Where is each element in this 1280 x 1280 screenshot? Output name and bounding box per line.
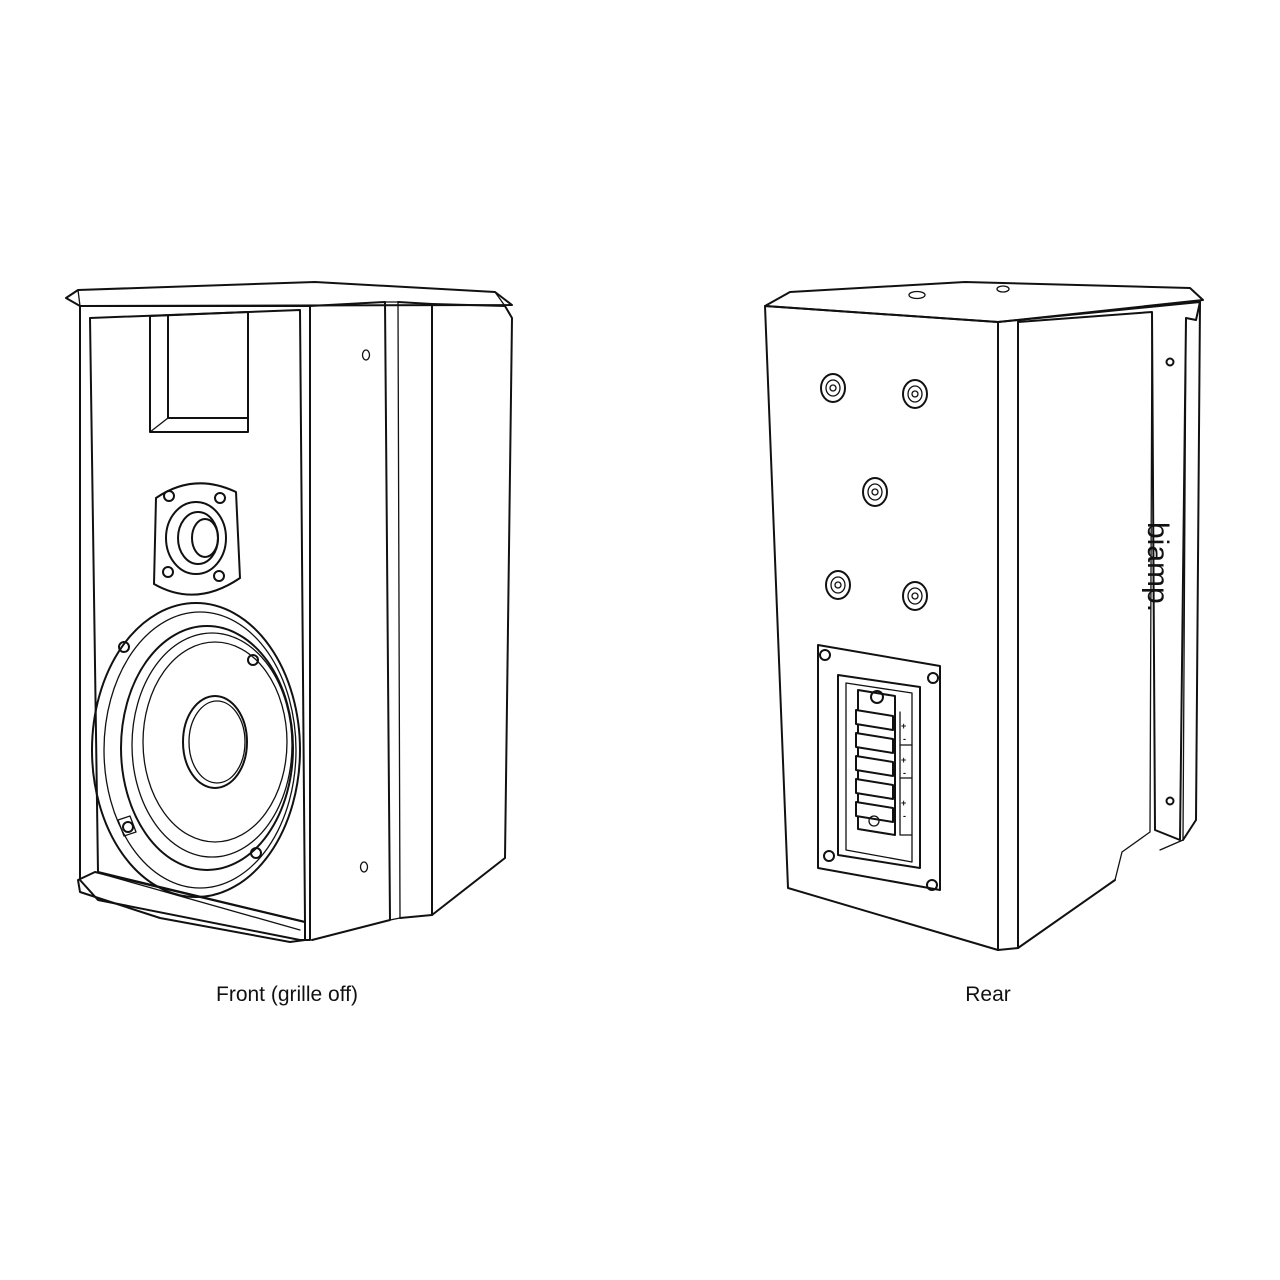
mount-point-icon bbox=[862, 477, 888, 507]
rear-caption: Rear bbox=[965, 983, 1011, 1006]
screw-icon bbox=[1165, 357, 1175, 367]
screw-icon bbox=[247, 654, 259, 666]
brand-logo: biamp. bbox=[1141, 522, 1174, 612]
front-speaker bbox=[65, 281, 513, 943]
screw-icon bbox=[823, 850, 835, 862]
input-panel: + - + - + - bbox=[817, 644, 941, 891]
terminal-label: - bbox=[903, 734, 906, 744]
logo-text: biamp. bbox=[1141, 522, 1174, 612]
front-caption: Front (grille off) bbox=[216, 983, 358, 1006]
terminal-label: + bbox=[901, 798, 906, 808]
screw-icon bbox=[1165, 796, 1175, 806]
rear-speaker: biamp. bbox=[764, 281, 1204, 951]
mount-hole bbox=[361, 349, 371, 361]
mount-hole bbox=[359, 861, 369, 873]
screw-icon bbox=[213, 570, 225, 582]
terminal-labels: + - + - + - bbox=[899, 711, 913, 836]
terminal-label: + bbox=[901, 721, 906, 731]
terminal-label: + bbox=[901, 755, 906, 765]
mount-point-icon bbox=[902, 379, 928, 409]
terminal-strip bbox=[855, 689, 896, 836]
screw-icon bbox=[927, 672, 939, 684]
woofer bbox=[91, 602, 301, 898]
port-opening bbox=[149, 311, 249, 433]
screw-icon bbox=[163, 490, 175, 502]
mount-point-icon bbox=[820, 373, 846, 403]
terminal-label: - bbox=[903, 768, 906, 778]
screw-icon bbox=[122, 821, 134, 833]
mount-point-icon bbox=[825, 570, 851, 600]
screw-icon bbox=[819, 649, 831, 661]
mount-point-icon bbox=[902, 581, 928, 611]
screw-icon bbox=[214, 492, 226, 504]
screw-icon bbox=[118, 641, 130, 653]
terminal-label: - bbox=[903, 811, 906, 821]
screw-icon bbox=[250, 847, 262, 859]
mounting-points bbox=[820, 373, 928, 611]
tweeter bbox=[153, 482, 241, 596]
screw-icon bbox=[926, 879, 938, 891]
screw-icon bbox=[162, 566, 174, 578]
